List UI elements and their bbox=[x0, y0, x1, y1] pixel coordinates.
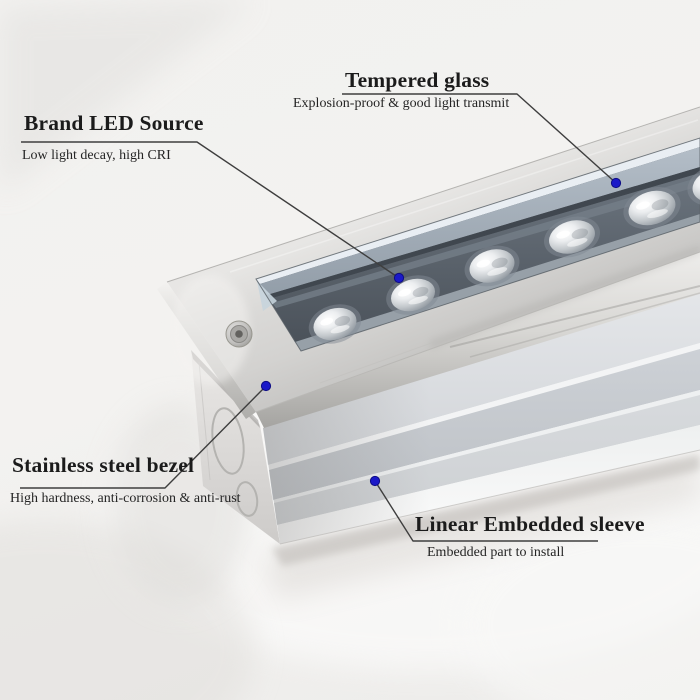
glass-dark-rim bbox=[267, 167, 700, 299]
sleeve-bottom-edge bbox=[279, 449, 700, 545]
callout-lines bbox=[20, 93, 617, 542]
leader-tempered-glass bbox=[342, 93, 617, 184]
chamfer-streak-1 bbox=[449, 285, 700, 348]
fixture-drop-shadow bbox=[272, 454, 700, 566]
fixture bbox=[157, 106, 700, 545]
bezel-brush-streak-1 bbox=[229, 119, 699, 273]
glass-frame-outline bbox=[255, 137, 700, 352]
background-crease bbox=[0, 0, 252, 192]
bezel-reflection-smudge bbox=[430, 246, 700, 349]
knockout-oval-large bbox=[211, 407, 245, 475]
annotation-tempered-glass-subtitle: Explosion-proof & good light transmit bbox=[293, 96, 510, 111]
annotation-sleeve-subtitle: Embedded part to install bbox=[427, 545, 565, 560]
fixture-drop-shadow-soft bbox=[262, 462, 700, 600]
bezel-screw bbox=[225, 320, 253, 348]
leader-bezel bbox=[20, 385, 267, 489]
bezel-end-sheen bbox=[170, 275, 250, 385]
marker-dot-led-source bbox=[393, 272, 405, 284]
marker-dot-sleeve bbox=[369, 475, 381, 487]
glass-far-highlight bbox=[256, 138, 700, 284]
knockout-oval-small bbox=[235, 481, 259, 517]
leader-led-source bbox=[21, 141, 400, 279]
sleeve-front-face bbox=[263, 292, 700, 545]
glass-led-board-stripe bbox=[272, 177, 700, 308]
annotation-tempered-glass-title: Tempered glass bbox=[345, 68, 490, 92]
annotation-bezel-title: Stainless steel bezel bbox=[12, 453, 195, 477]
annotation-sleeve-title: Linear Embedded sleeve bbox=[415, 512, 645, 536]
annotation-led-source-title: Brand LED Source bbox=[24, 111, 204, 135]
background-light-patch bbox=[460, 515, 700, 700]
chamfer-streak-2 bbox=[469, 292, 700, 358]
annotation-led-source-subtitle: Low light decay, high CRI bbox=[22, 148, 171, 163]
bezel-brush-streak-2 bbox=[319, 246, 699, 384]
screw-center bbox=[235, 330, 243, 338]
bezel-front-edge bbox=[255, 251, 700, 413]
bezel-front-chamfer bbox=[256, 252, 700, 428]
bezel-far-edge bbox=[166, 106, 700, 283]
annotation-bezel-subtitle: High hardness, anti-corrosion & anti-rus… bbox=[10, 491, 241, 506]
marker-dot-bezel bbox=[260, 380, 272, 392]
leader-sleeve bbox=[374, 480, 598, 542]
marker-dot-tempered-glass bbox=[610, 177, 622, 189]
glass-channel bbox=[255, 137, 700, 352]
sleeve-left-face-panel bbox=[191, 350, 280, 544]
callout-markers bbox=[260, 177, 622, 487]
bezel-front-chamfer-face bbox=[256, 252, 700, 428]
